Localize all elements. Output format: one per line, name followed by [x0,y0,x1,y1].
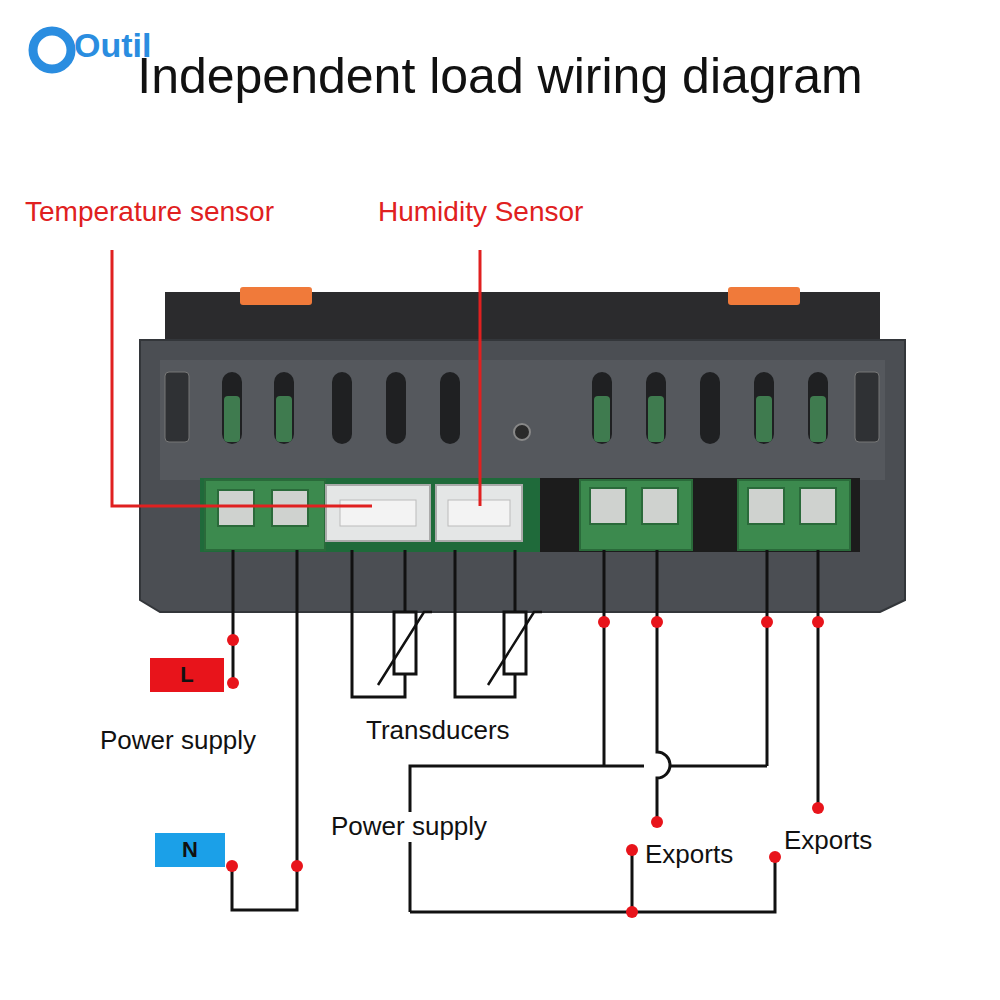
supply-label: Power supply [97,726,259,756]
sensor-label: Humidity Sensor [378,196,583,228]
terminal-letter: L [180,662,193,688]
logo-watermark: Outil [74,26,151,65]
sensor-label: Temperature sensor [25,196,274,228]
supply-label: Power supply [328,812,490,842]
output-label: Exports [781,826,875,856]
transducer-label: Transducers [363,716,513,746]
terminal-tag: N [155,833,225,867]
terminal-letter: N [182,837,198,863]
diagram-title: Independent load wiring diagram [137,48,863,106]
output-label: Exports [642,840,736,870]
terminal-tag: L [150,658,224,692]
